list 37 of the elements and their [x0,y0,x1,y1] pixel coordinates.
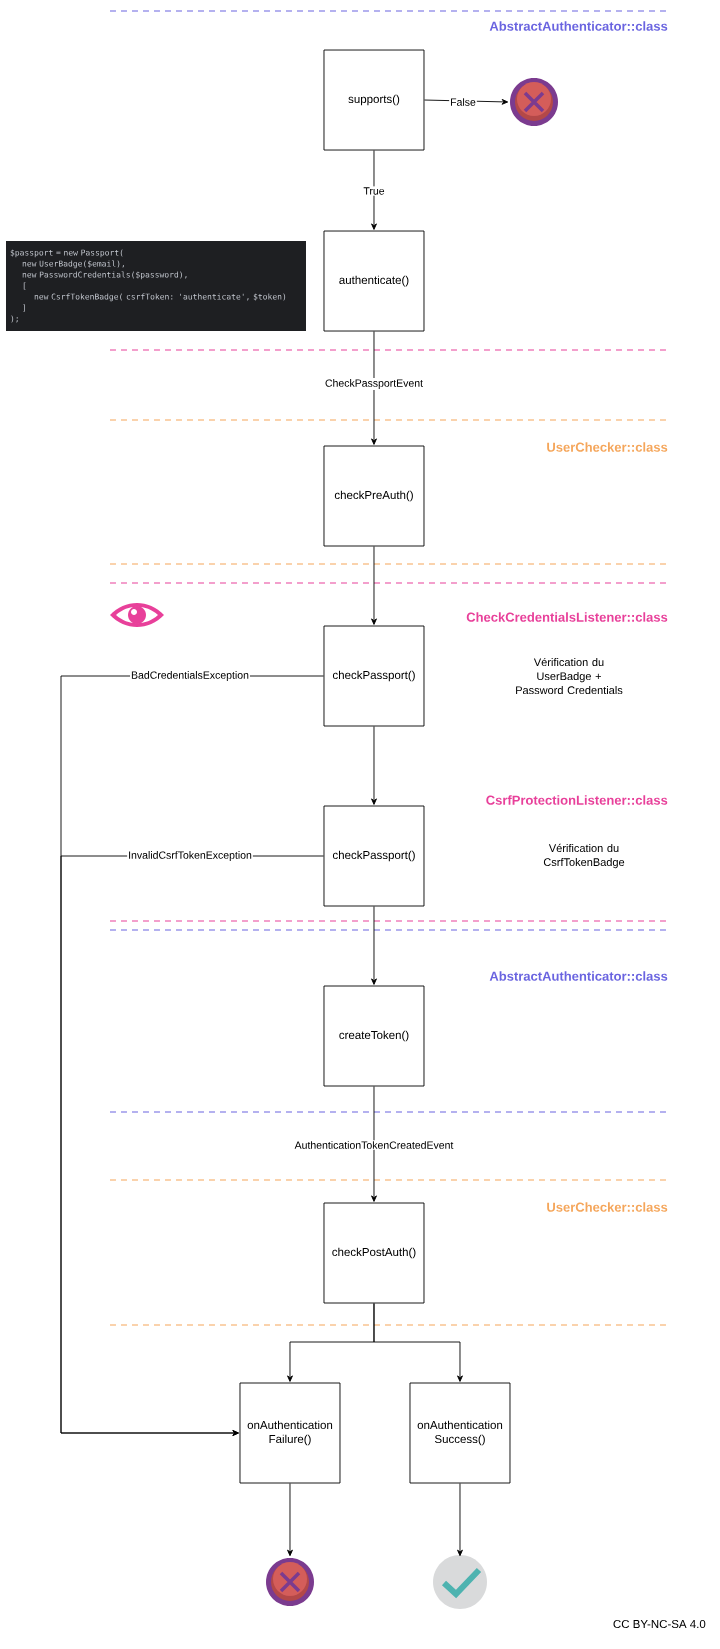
arrow [373,1303,463,1382]
cross-icon [510,78,558,126]
arrow [371,331,377,445]
arrow [371,1086,377,1202]
arrow [287,1483,293,1557]
edge-label: BadCredentialsException [130,670,250,682]
cross-icon [266,1558,314,1606]
check-icon [433,1555,487,1609]
code-snippet: $passport = new Passport( new UserBadge($email), new PasswordCredentials($password), [ new CsrfTokenBadge( csrfToken: 'authenticate', $token) ] ); [6,241,306,331]
edge-label: AuthenticationTokenCreatedEvent [293,1140,455,1150]
edge-label: InvalidCsrfTokenException [127,850,253,862]
edge-label: True [362,186,386,196]
class-label: CheckCredentialsListener::class [466,612,668,622]
process-box: onAuthentication Success() [409,1382,511,1484]
process-box: checkPreAuth() [323,445,425,547]
class-label: AbstractAuthenticator::class [489,21,668,31]
edge-label: CheckPassportEvent [323,378,424,390]
arrow [371,726,377,805]
process-box: onAuthentication Failure() [239,1382,341,1484]
arrow [371,546,377,625]
edge-label: False [449,97,477,107]
license-text: CC BY-NC-SA 4.0 [613,1619,706,1629]
process-box: authenticate() [323,230,425,332]
class-label: UserChecker::class [547,1202,668,1212]
process-box: checkPostAuth() [323,1202,425,1304]
note-text: Vérification du CsrfTokenBadge [543,843,625,869]
process-box: supports() [323,49,425,151]
class-label: UserChecker::class [547,442,668,452]
class-label: CsrfProtectionListener::class [486,795,668,805]
process-box: createToken() [323,985,425,1087]
note-text: Vérification du UserBadge + Password Credentials [516,657,623,695]
class-label: AbstractAuthenticator::class [489,971,668,981]
arrow [457,1483,463,1557]
arrow [371,150,377,230]
process-box: checkPassport() [323,805,425,907]
process-box: checkPassport() [323,625,425,727]
arrow [371,906,377,985]
